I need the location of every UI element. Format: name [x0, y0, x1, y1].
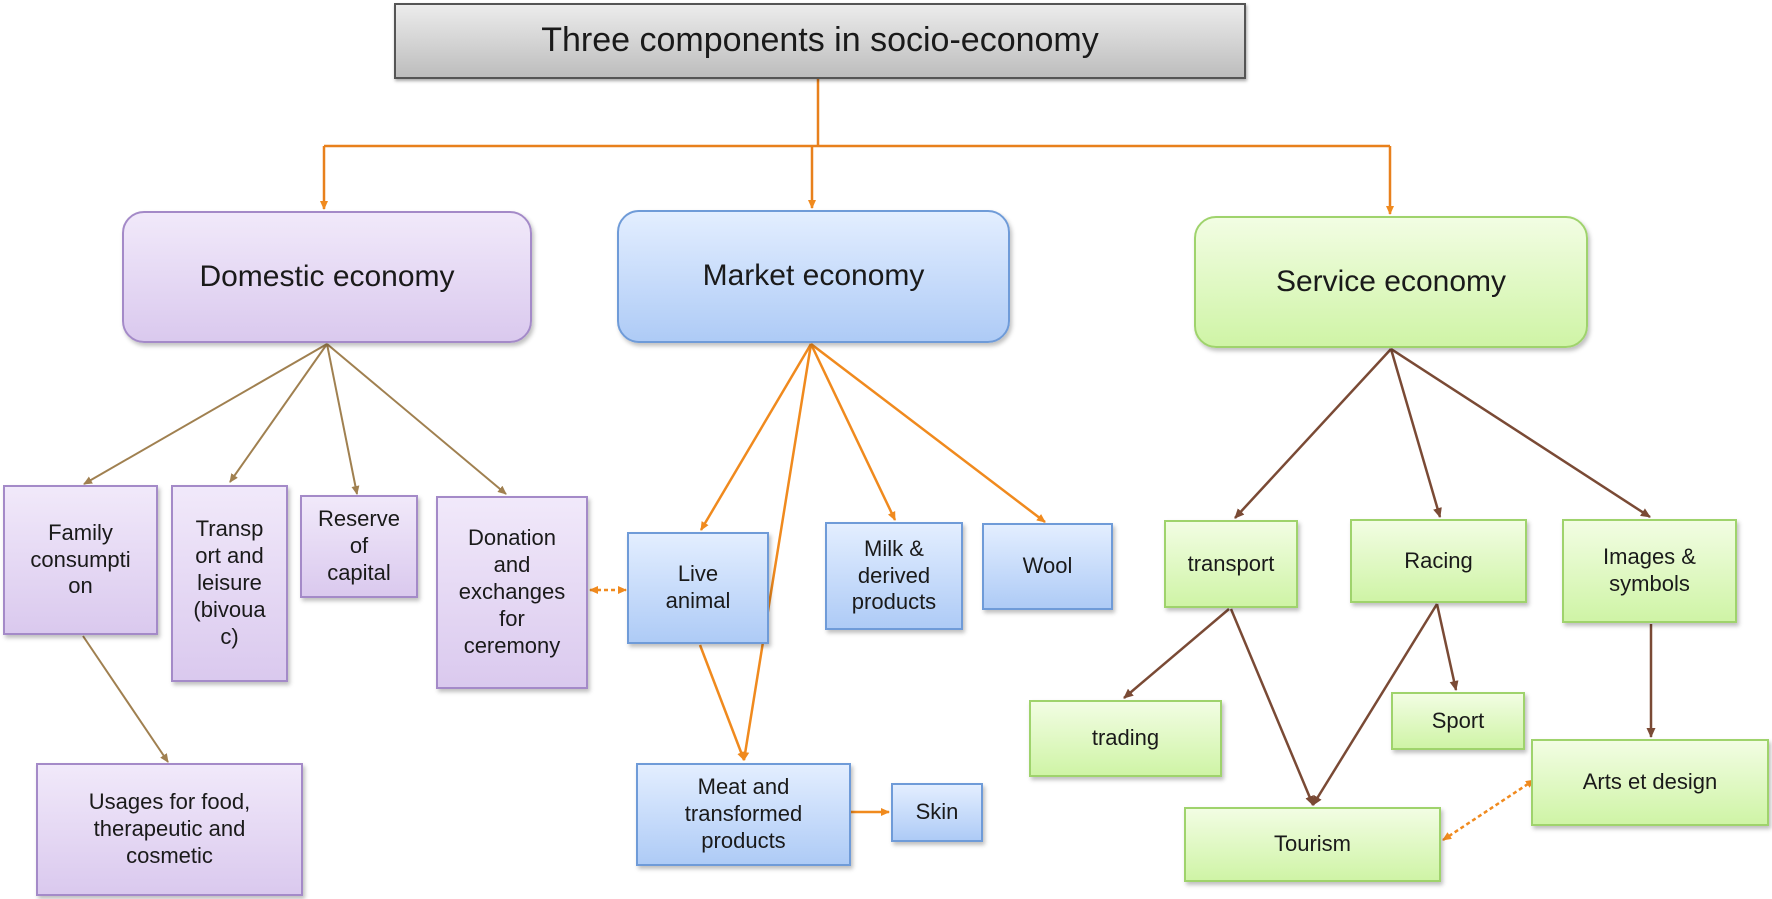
- arrow-domestic-transport: [229, 343, 328, 483]
- racing-node: Racing: [1350, 519, 1527, 603]
- arrow-domestic-reserve: [326, 343, 360, 495]
- arrow-transport-trading: [1123, 608, 1230, 699]
- sport-node: Sport: [1391, 692, 1525, 750]
- family-consumption-node: Family consumpti on: [3, 485, 158, 635]
- arrow-domestic-donation: [326, 343, 507, 495]
- milk-node: Milk & derived products: [825, 522, 963, 630]
- arrow-domestic-family: [83, 343, 328, 485]
- wool-node: Wool: [982, 523, 1113, 610]
- live-animal-node: Live animal: [627, 532, 769, 644]
- arrow-transport-tourism: [1229, 608, 1315, 806]
- arrow-market-live: [699, 343, 813, 531]
- arrow-family-usages: [82, 635, 169, 763]
- transport-leisure-node: Transp ort and leisure (bivoua c): [171, 485, 288, 682]
- domestic-arrows: [82, 343, 507, 763]
- arrow-racing-sport: [1435, 603, 1459, 691]
- arrow-market-wool: [810, 343, 1046, 523]
- market-arrows: [589, 343, 1535, 842]
- diagram-title: Three components in socio-economy: [394, 3, 1246, 79]
- service-arrows: [1123, 347, 1656, 806]
- top-connectors: [320, 79, 1394, 215]
- arrow-service-transport: [1234, 348, 1392, 519]
- meat-node: Meat and transformed products: [636, 763, 851, 866]
- arrow-service-racing: [1389, 348, 1442, 518]
- tourism-node: Tourism: [1184, 807, 1441, 882]
- transport-node: transport: [1164, 520, 1298, 608]
- reserve-capital-node: Reserve of capital: [300, 495, 418, 598]
- images-symbols-node: Images & symbols: [1562, 519, 1737, 623]
- arts-design-node: Arts et design: [1531, 739, 1769, 826]
- arrow-market-meat: [741, 343, 813, 761]
- arrow-racing-tourism: [1311, 603, 1439, 806]
- service-economy-node: Service economy: [1194, 216, 1588, 348]
- skin-node: Skin: [891, 783, 983, 842]
- domestic-economy-node: Domestic economy: [122, 211, 532, 343]
- usages-node: Usages for food, therapeutic and cosmeti…: [36, 763, 303, 896]
- arrow-live-meat: [698, 644, 746, 761]
- market-economy-node: Market economy: [617, 210, 1010, 343]
- arrow-market-milk: [809, 343, 897, 521]
- arrow-service-images: [1390, 347, 1651, 519]
- donation-node: Donation and exchanges for ceremony: [436, 496, 588, 689]
- arrow-tourism-arts: [1442, 778, 1535, 842]
- trading-node: trading: [1029, 700, 1222, 777]
